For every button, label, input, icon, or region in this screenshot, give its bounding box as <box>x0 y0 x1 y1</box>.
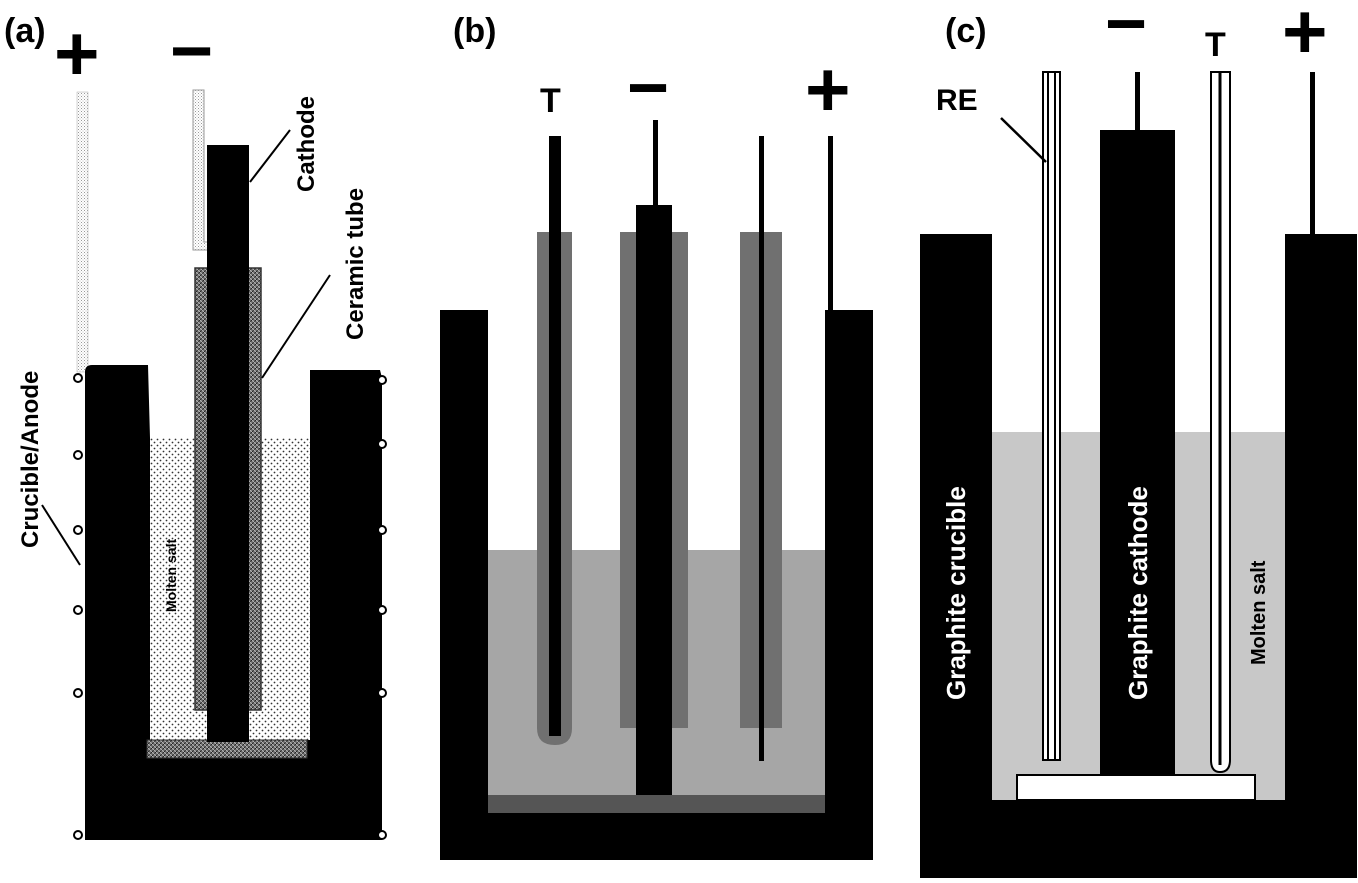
reference-electrode-tube <box>1042 71 1061 761</box>
bottom-deposit-layer <box>146 739 308 759</box>
heating-coil-markers <box>73 373 387 840</box>
thermocouple-wire <box>549 136 561 736</box>
cathode-label: Cathode <box>293 96 320 192</box>
panel-a-label: (a) <box>4 12 46 50</box>
anode-wire-b <box>759 136 764 761</box>
panel-b-label: (b) <box>453 12 496 50</box>
plus-terminal-wire-c <box>1310 72 1315 237</box>
panel-a: (a) + − Mo <box>4 9 387 840</box>
graphite-crucible <box>920 234 1357 878</box>
panel-c-label: (c) <box>945 12 987 50</box>
bottom-plate-c <box>1016 774 1256 801</box>
panel-a-minus-sign: − <box>170 9 213 92</box>
crucible-b <box>440 310 873 860</box>
anode-lead-wire <box>76 91 89 373</box>
panel-b-minus-sign: − <box>627 48 669 128</box>
re-leader-line <box>1000 117 1047 163</box>
ceramic-tube-label: Ceramic tube <box>342 188 369 340</box>
panel-a-plus-sign: + <box>54 9 100 97</box>
graphite-cathode-label: Graphite cathode <box>1123 486 1153 700</box>
panel-c-plus-sign: + <box>1282 0 1328 75</box>
crucible-anode-label: Crucible/Anode <box>17 371 44 548</box>
panel-b: (b) T − + <box>440 12 873 860</box>
panel-c: (c) − T + RE Graphite crucible Graphite … <box>920 0 1357 878</box>
panel-c-minus-sign: − <box>1105 0 1147 64</box>
bottom-layer-b <box>488 795 825 813</box>
plus-terminal-wire-b <box>828 136 833 314</box>
molten-salt-label-c: Molten salt <box>1248 560 1270 665</box>
ceramic-tube-leader-line <box>261 274 331 379</box>
graphite-cathode <box>1100 130 1175 775</box>
graphite-crucible-label: Graphite crucible <box>941 486 971 700</box>
cathode-wire-c <box>1135 72 1140 132</box>
molten-salt-label-a: Molten salt <box>163 539 179 612</box>
cathode-leader-line <box>249 129 291 183</box>
cathode-wire-b <box>653 120 658 210</box>
cathode-rod <box>207 145 249 742</box>
crucible-anode-leader-line <box>41 504 81 566</box>
thermocouple-label-c: T <box>1205 26 1226 64</box>
thermocouple-label-b: T <box>540 82 561 120</box>
cathode-rod-b <box>636 205 672 795</box>
panel-b-plus-sign: + <box>805 45 851 133</box>
crucible-b-floor <box>488 813 825 860</box>
reference-electrode-label: RE <box>936 84 978 117</box>
